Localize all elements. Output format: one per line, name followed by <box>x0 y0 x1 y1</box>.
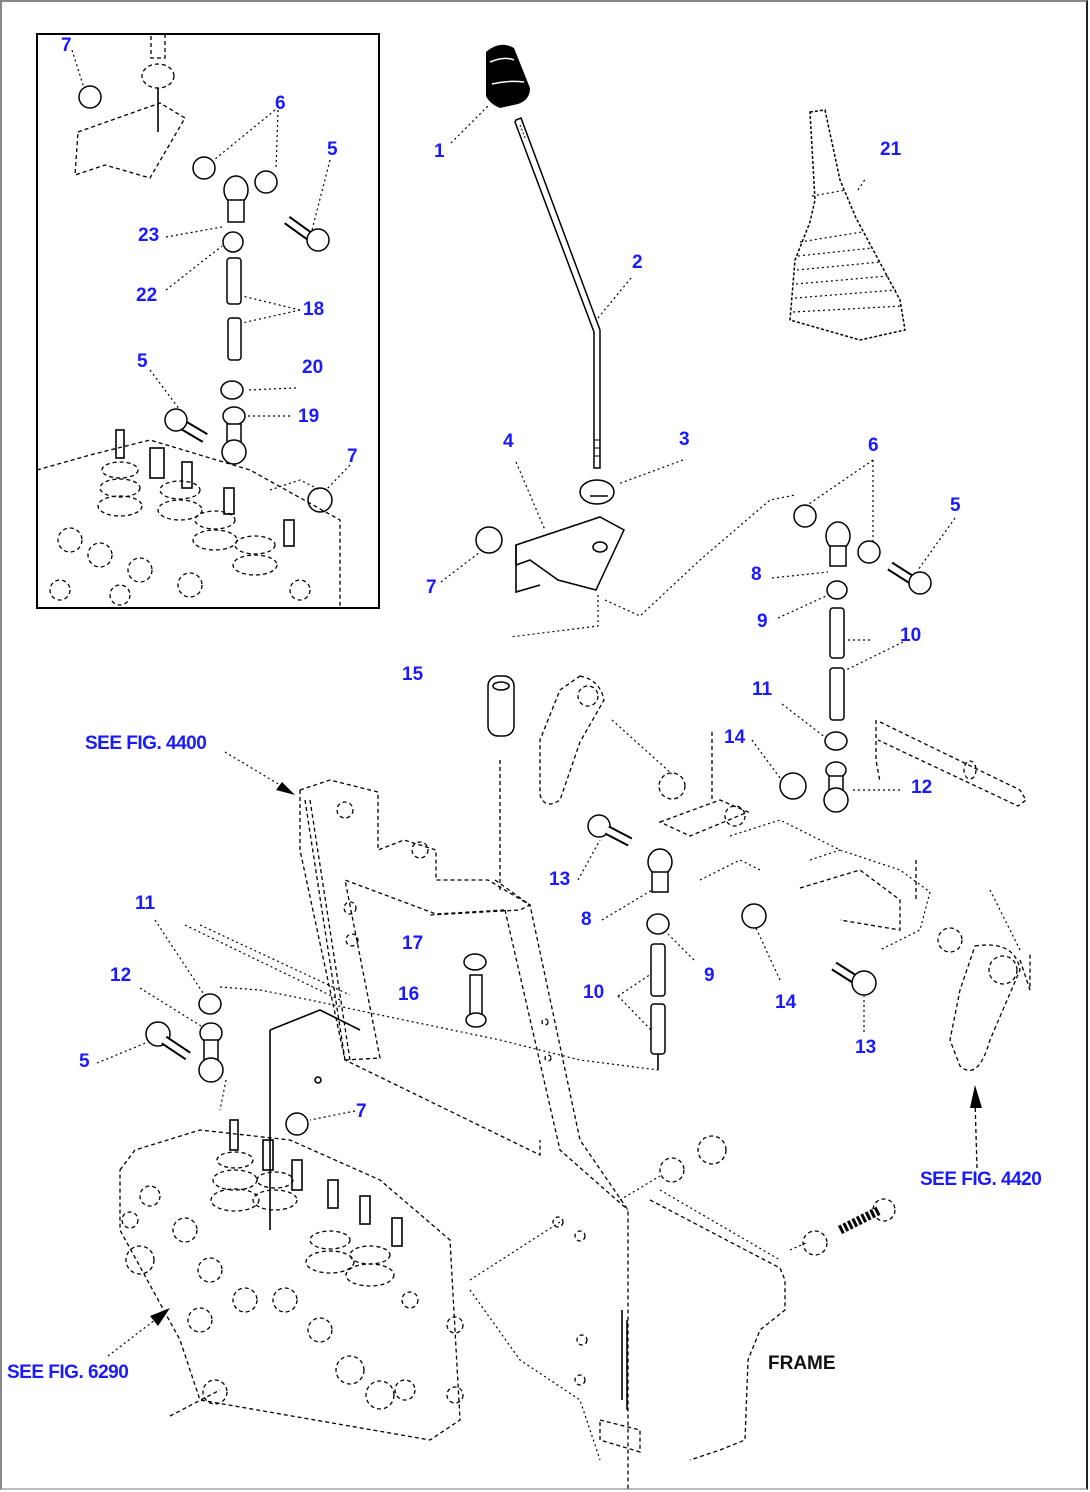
lever-nut-3-icon <box>579 479 615 505</box>
lever-arm-right-icon <box>949 889 1031 1072</box>
inset-linkage <box>36 33 351 609</box>
callout-11b: 11 <box>135 893 156 914</box>
callout-10: 10 <box>900 625 922 646</box>
callout-13b: 13 <box>855 1037 877 1058</box>
callout-6: 6 <box>868 435 879 456</box>
inset-washer-6a-icon <box>192 156 216 180</box>
inset-callout-19: 19 <box>298 406 320 427</box>
inset-washer-6b-icon <box>254 170 278 194</box>
callout-9b: 9 <box>704 965 715 986</box>
see-fig-4400-link[interactable]: SEE FIG. 4400 <box>85 733 207 754</box>
callout-4: 4 <box>503 431 514 452</box>
rubber-boot-icon <box>789 109 906 341</box>
bolt-16-icon <box>463 953 487 1028</box>
inset-callout-7b: 7 <box>347 446 358 467</box>
callout-7: 7 <box>426 577 437 598</box>
nut-14b-icon <box>741 903 767 929</box>
inset-rod-18-icon <box>226 257 242 361</box>
inset-nut-7-icon <box>78 85 102 109</box>
callout-16: 16 <box>398 984 420 1005</box>
inset-bolt-5b-icon <box>164 408 208 443</box>
inset-callout-6: 6 <box>275 93 286 114</box>
inset-callout-5b: 5 <box>137 351 148 372</box>
callout-9: 9 <box>757 611 768 632</box>
lever-knob-icon <box>486 44 530 108</box>
left-linkage <box>145 924 659 1230</box>
callout-21: 21 <box>880 139 902 160</box>
cross-shaft-icon <box>875 720 1027 807</box>
frame-label: FRAME <box>768 1353 836 1374</box>
callout-3: 3 <box>679 429 690 450</box>
inset-callout-7: 7 <box>61 35 72 56</box>
control-valve-icon <box>119 1119 464 1441</box>
inset-callout-22: 22 <box>136 285 158 306</box>
bolt-13b-icon <box>831 961 877 996</box>
callout-10b: 10 <box>583 982 605 1003</box>
callout-1: 1 <box>434 141 445 162</box>
callout-12: 12 <box>911 777 933 798</box>
arrow-6290-icon <box>107 1308 170 1357</box>
callout-2: 2 <box>632 252 643 273</box>
arrow-4400-icon <box>224 751 295 795</box>
lever-bracket-4-icon <box>515 516 625 594</box>
see-fig-4420-link[interactable]: SEE FIG. 4420 <box>920 1169 1042 1190</box>
callout-11: 11 <box>752 679 773 700</box>
callout-5b: 5 <box>79 1051 90 1072</box>
lever-rod-icon <box>514 117 601 469</box>
bolt-13a-icon <box>587 814 633 847</box>
inset-control-valve-icon <box>36 429 341 609</box>
callout-8: 8 <box>751 564 762 585</box>
callout-12b: 12 <box>110 965 132 986</box>
callout-8b: 8 <box>581 909 592 930</box>
inset-callout-20: 20 <box>302 357 324 378</box>
callout-13: 13 <box>549 869 571 890</box>
inset-nut-20-icon <box>220 380 244 400</box>
mounting-bracket-icon <box>299 675 629 1490</box>
inset-bolt-5a-icon <box>284 215 330 252</box>
callout-14b: 14 <box>775 992 797 1013</box>
inset-ball-joint-icon <box>223 175 249 223</box>
joint-8b-icon <box>646 848 673 1070</box>
lever-arm-left-icon <box>539 675 686 805</box>
nut-7-icon <box>475 526 503 554</box>
frame-outline <box>469 1135 896 1461</box>
inset-callout-23: 23 <box>138 225 160 246</box>
inset-callout-18: 18 <box>303 299 325 320</box>
inset-nut-22-icon <box>222 231 244 253</box>
callout-7b: 7 <box>356 1101 367 1122</box>
middle-linkage <box>658 732 963 953</box>
inset-callout-5: 5 <box>327 139 338 160</box>
arrow-4420-icon <box>970 1085 982 1169</box>
see-fig-6290-link[interactable]: SEE FIG. 6290 <box>7 1362 129 1383</box>
callout-15: 15 <box>402 664 424 685</box>
callout-17: 17 <box>402 933 424 954</box>
inset-joint-19-icon <box>221 406 247 465</box>
right-linkage <box>751 459 956 813</box>
callout-5: 5 <box>950 495 961 516</box>
callout-14: 14 <box>724 727 746 748</box>
inset-detail-box <box>36 33 380 609</box>
